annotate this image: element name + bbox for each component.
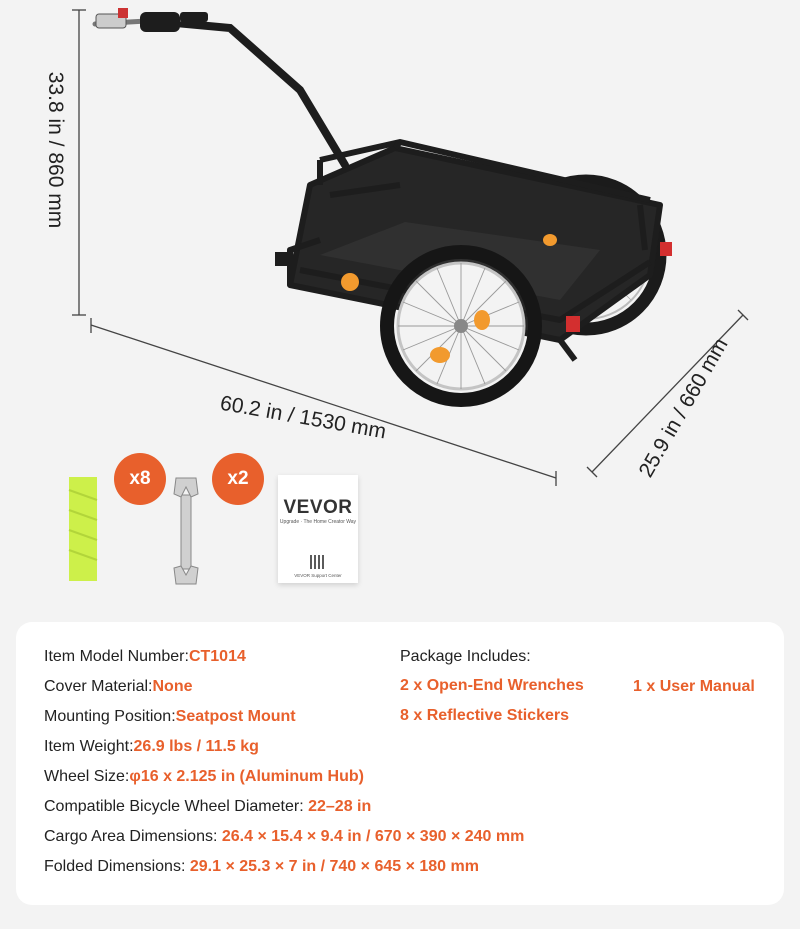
manual-support: VEVOR Support Center	[294, 573, 342, 578]
height-dimension-line	[72, 9, 86, 316]
qr-code-icon	[310, 555, 324, 569]
wrench-count-badge: x2	[212, 453, 264, 505]
sticker-count-badge: x8	[114, 453, 166, 505]
spec-row: Item Weight:26.9 lbs / 11.5 kg	[44, 738, 259, 755]
package-item-stickers: 8 x Reflective Stickers	[400, 707, 569, 724]
spec-row: Cargo Area Dimensions: 26.4 × 15.4 × 9.4…	[44, 828, 525, 845]
package-item-wrenches: 2 x Open-End Wrenches	[400, 677, 584, 694]
trailer-illustration	[68, 8, 749, 585]
spec-row: Compatible Bicycle Wheel Diameter: 22–28…	[44, 798, 372, 815]
front-wheel	[380, 245, 542, 407]
reflective-sticker-icon	[68, 477, 98, 581]
reflectors	[275, 234, 672, 363]
wrench-icon	[173, 477, 199, 585]
package-item-manual: 1 x User Manual	[633, 678, 755, 695]
tow-arm	[92, 15, 349, 169]
height-dimension-label: 33.8 in / 860 mm	[44, 71, 67, 229]
length-dimension-line	[90, 318, 557, 486]
width-dimension-line	[586, 309, 749, 478]
spec-card: Item Model Number:CT1014 Cover Material:…	[16, 622, 784, 905]
user-manual: VEVOR Upgrade · The Home Creator Way VEV…	[278, 475, 358, 583]
spec-row: Folded Dimensions: 29.1 × 25.3 × 7 in / …	[44, 858, 479, 875]
hitch-coupler	[95, 8, 208, 32]
spec-row: Wheel Size:φ16 x 2.125 in (Aluminum Hub)	[44, 768, 364, 785]
spec-row: Mounting Position:Seatpost Mount	[44, 708, 296, 725]
manual-tagline: Upgrade · The Home Creator Way	[279, 519, 357, 525]
spec-row: Cover Material:None	[44, 678, 193, 695]
spec-row: Item Model Number:CT1014	[44, 648, 246, 665]
package-title: Package Includes:	[400, 648, 531, 665]
manual-brand: VEVOR	[283, 497, 353, 518]
